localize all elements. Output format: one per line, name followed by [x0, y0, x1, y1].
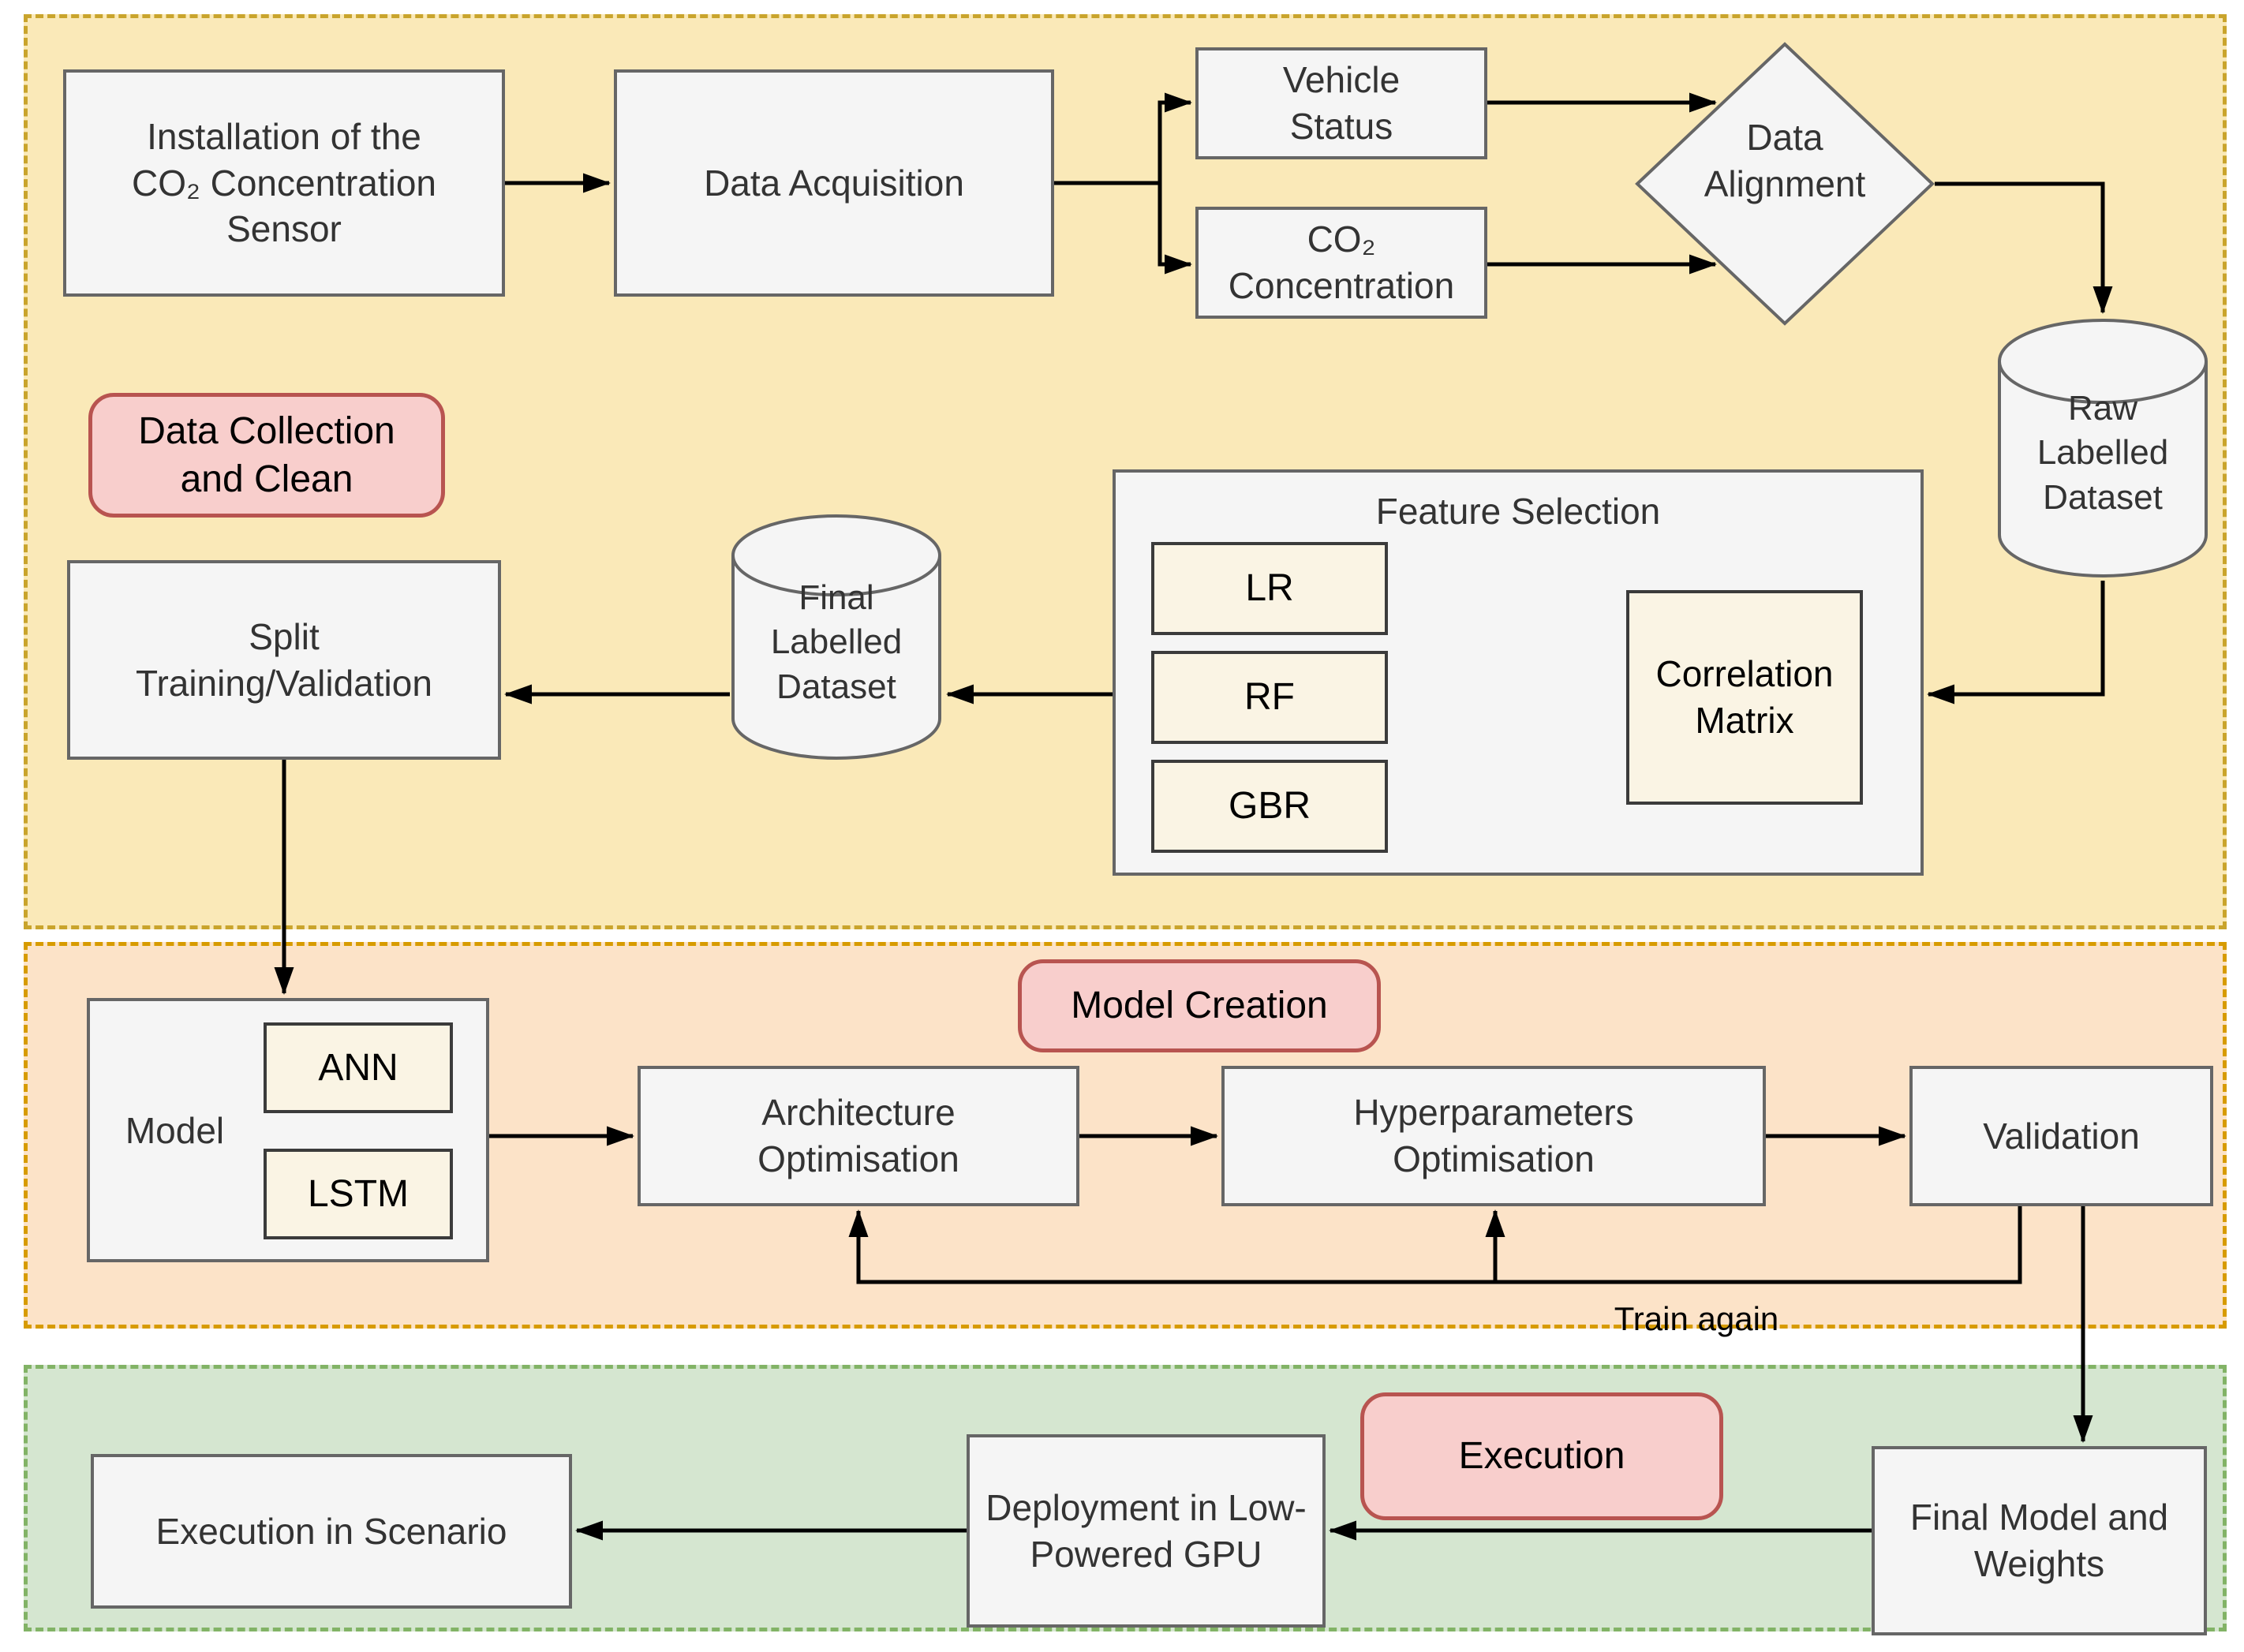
node-rf: RF	[1151, 651, 1388, 744]
panel-feature-selection: Feature Selection LR RF GBR Correlation …	[1113, 469, 1924, 876]
node-raw-dataset-label: Raw Labelled Dataset	[2036, 389, 2169, 517]
node-deployment-label: Deployment in Low- Powered GPU	[985, 1486, 1307, 1575]
node-execution-scenario-label: Execution in Scenario	[155, 1510, 507, 1552]
edge-label-train-again: Train again	[1614, 1300, 1779, 1337]
node-architecture-optimisation: Architecture Optimisation	[638, 1066, 1079, 1206]
node-lr-label: LR	[1245, 567, 1294, 610]
node-vehicle-status-label: Vehicle Status	[1282, 59, 1401, 147]
final-dataset-cylinder: Final Labelled Dataset	[730, 513, 943, 761]
panel-model: Model ANN LSTM	[87, 998, 489, 1262]
diamond-shape-icon	[1635, 42, 1935, 326]
tag-execution: Execution	[1360, 1392, 1723, 1520]
node-deployment-gpu: Deployment in Low- Powered GPU	[967, 1434, 1326, 1628]
node-correlation-matrix: Correlation Matrix	[1626, 590, 1863, 805]
node-gbr-label: GBR	[1228, 785, 1311, 828]
node-ann-label: ANN	[318, 1046, 398, 1089]
data-alignment-diamond: Data Alignment	[1635, 42, 1935, 326]
raw-dataset-cylinder: Raw Labelled Dataset	[1996, 317, 2209, 579]
node-validation-label: Validation	[1983, 1115, 2140, 1157]
node-data-acquisition-label: Data Acquisition	[704, 162, 964, 204]
cylinder-shape-icon	[731, 514, 941, 760]
node-split-label: Split Training/Validation	[136, 615, 432, 704]
node-correlation-matrix-label: Correlation Matrix	[1655, 653, 1834, 741]
node-model-label: Model	[125, 1109, 225, 1151]
node-execution-scenario: Execution in Scenario	[91, 1454, 572, 1609]
cylinder-shape-icon	[1998, 319, 2208, 577]
panel-feature-selection-title: Feature Selection	[1375, 491, 1661, 532]
tag-model-creation: Model Creation	[1018, 959, 1381, 1052]
tag-data-collection-label: Data Collection and Clean	[138, 409, 395, 500]
node-vehicle-status: Vehicle Status	[1195, 47, 1487, 159]
node-installation: Installation of the CO₂ Concentration Se…	[63, 69, 505, 297]
node-co2-concentration: CO₂ Concentration	[1195, 207, 1487, 319]
node-co2-concentration-label: CO₂ Concentration	[1228, 219, 1455, 306]
node-architecture-label: Architecture Optimisation	[757, 1092, 959, 1179]
node-installation-label: Installation of the CO₂ Concentration Se…	[131, 115, 437, 250]
node-lstm-label: LSTM	[307, 1172, 409, 1215]
node-final-dataset-label: Final Labelled Dataset	[770, 578, 903, 706]
tag-execution-label: Execution	[1458, 1435, 1625, 1478]
node-lstm: LSTM	[264, 1149, 453, 1239]
node-data-acquisition: Data Acquisition	[614, 69, 1054, 297]
node-hyperparameters-optimisation: Hyperparameters Optimisation	[1221, 1066, 1766, 1206]
tag-model-creation-label: Model Creation	[1071, 985, 1328, 1027]
node-split-training-validation: Split Training/Validation	[67, 560, 501, 760]
node-rf-label: RF	[1244, 676, 1295, 719]
node-data-alignment-label: Data Alignment	[1704, 117, 1866, 204]
tag-data-collection: Data Collection and Clean	[88, 393, 445, 518]
node-gbr: GBR	[1151, 760, 1388, 853]
node-final-model-label: Final Model and Weights	[1909, 1497, 2169, 1584]
node-hyperparameters-label: Hyperparameters Optimisation	[1353, 1092, 1634, 1179]
node-lr: LR	[1151, 542, 1388, 635]
node-validation: Validation	[1909, 1066, 2213, 1206]
node-final-model-weights: Final Model and Weights	[1872, 1446, 2207, 1635]
node-ann: ANN	[264, 1022, 453, 1113]
